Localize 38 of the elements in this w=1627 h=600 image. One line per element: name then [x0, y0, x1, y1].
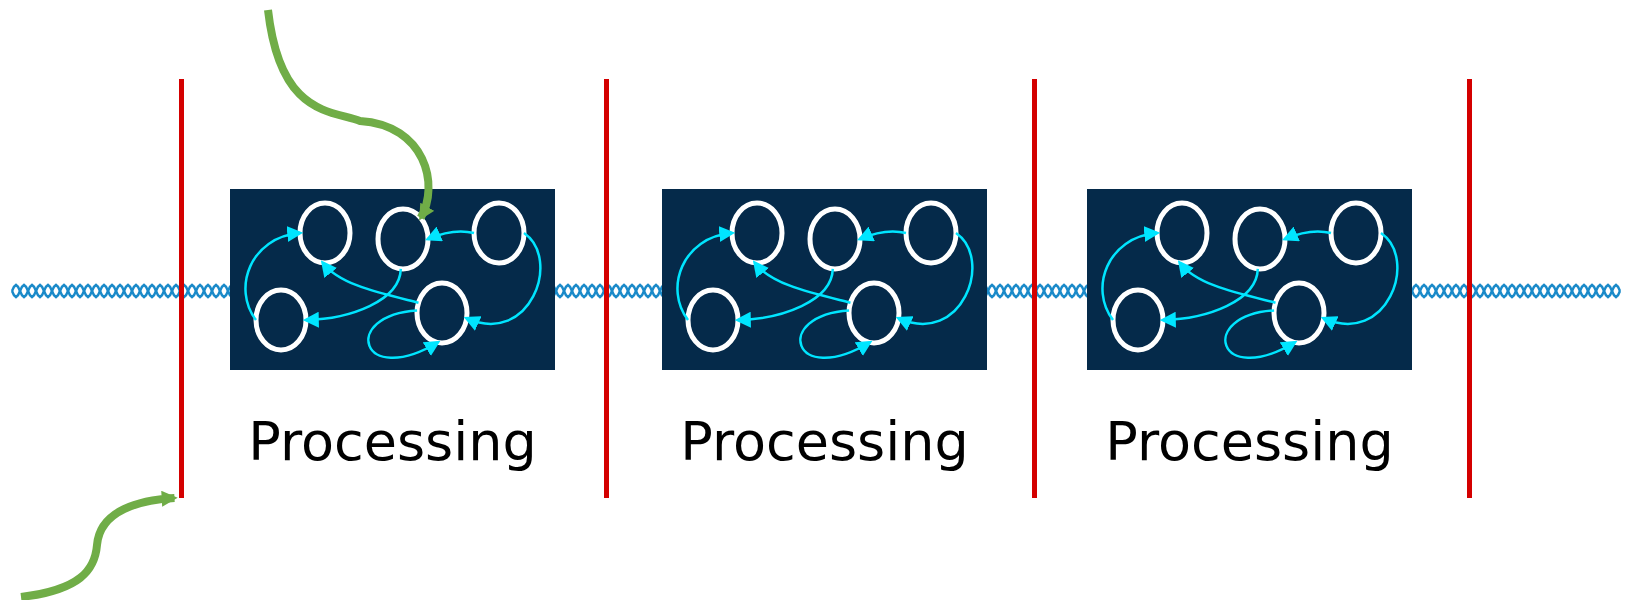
state-circle	[807, 206, 863, 272]
pointer-arrow	[20, 491, 178, 600]
transition-arrow	[1282, 226, 1332, 242]
state-circle	[375, 206, 431, 272]
transition-arrow	[244, 227, 304, 321]
transition-arrow	[1177, 260, 1276, 304]
state-circle	[1328, 200, 1384, 266]
state-circle	[414, 280, 470, 346]
state-circle	[903, 200, 959, 266]
state-circle	[1110, 287, 1166, 353]
transition-arrow	[463, 232, 542, 330]
transition-arrow	[734, 268, 835, 328]
state-circle	[729, 200, 785, 266]
state-circle	[1271, 280, 1327, 346]
transition-arrow	[302, 268, 403, 328]
state-circle	[297, 200, 353, 266]
state-circle	[471, 200, 527, 266]
transition-arrow	[895, 232, 974, 330]
pointer-arrow	[264, 9, 434, 221]
panel-caption: Processing	[680, 410, 969, 473]
transition-arrow	[320, 260, 419, 304]
self-loop-arrow	[367, 309, 441, 359]
transition-arrow	[752, 260, 851, 304]
panel-caption: Processing	[248, 410, 537, 473]
transition-arrow	[676, 227, 736, 321]
transition-arrow	[1320, 232, 1399, 330]
self-loop-arrow	[1224, 309, 1298, 359]
transition-arrow	[857, 226, 907, 242]
state-circle	[1154, 200, 1210, 266]
state-circle	[846, 280, 902, 346]
self-loop-arrow	[799, 309, 873, 359]
transition-arrow	[1101, 227, 1161, 321]
state-circle	[685, 287, 741, 353]
state-circle	[1232, 206, 1288, 272]
panel-caption: Processing	[1105, 410, 1394, 473]
transition-arrow	[1159, 268, 1260, 328]
transition-arrow	[425, 226, 475, 242]
state-circle	[253, 287, 309, 353]
